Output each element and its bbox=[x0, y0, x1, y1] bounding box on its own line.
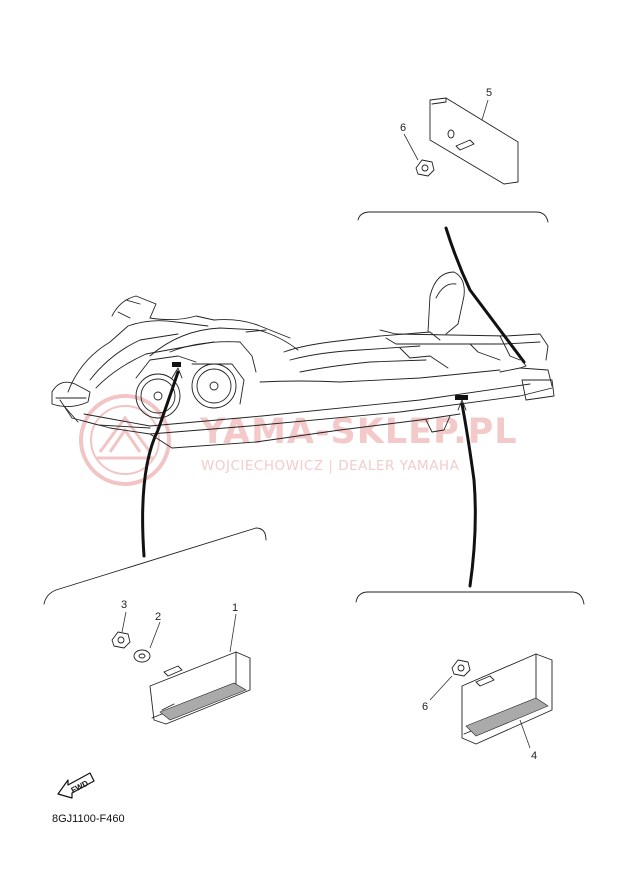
callout-5: 5 bbox=[486, 87, 492, 99]
watermark-logo bbox=[79, 394, 171, 486]
rear-reflector-mark bbox=[455, 395, 468, 400]
callout-4: 4 bbox=[531, 750, 537, 762]
callout-6-rear: 6 bbox=[422, 701, 428, 713]
rear-detail-frame bbox=[355, 591, 585, 605]
callout-1: 1 bbox=[232, 602, 238, 614]
front-detail-frame bbox=[43, 527, 267, 605]
callout-6-top: 6 bbox=[400, 122, 406, 134]
diagram-code: 8GJ1100-F460 bbox=[52, 813, 125, 825]
leader-top bbox=[444, 226, 526, 364]
callout-3: 3 bbox=[121, 599, 127, 611]
top-detail-frame bbox=[357, 211, 549, 223]
nut-part-6-rear bbox=[451, 659, 471, 677]
reflector-plate-part-5 bbox=[429, 97, 519, 185]
nut-part-3 bbox=[111, 631, 131, 649]
leader-front bbox=[141, 370, 180, 558]
leader-lines bbox=[141, 226, 527, 588]
fwd-arrow: FWD bbox=[57, 772, 95, 799]
watermark-subtitle: WOJCIECHOWICZ | DEALER YAMAHA bbox=[201, 458, 460, 474]
washer-part-2 bbox=[133, 649, 151, 663]
nut-part-6-top bbox=[415, 159, 435, 177]
callout-2: 2 bbox=[155, 611, 161, 623]
reflector-part-4 bbox=[461, 653, 553, 745]
reflector-part-1 bbox=[149, 651, 251, 725]
front-reflector-mark bbox=[172, 362, 181, 367]
snowmobile-illustration bbox=[51, 271, 555, 449]
leader-rear bbox=[460, 402, 477, 588]
